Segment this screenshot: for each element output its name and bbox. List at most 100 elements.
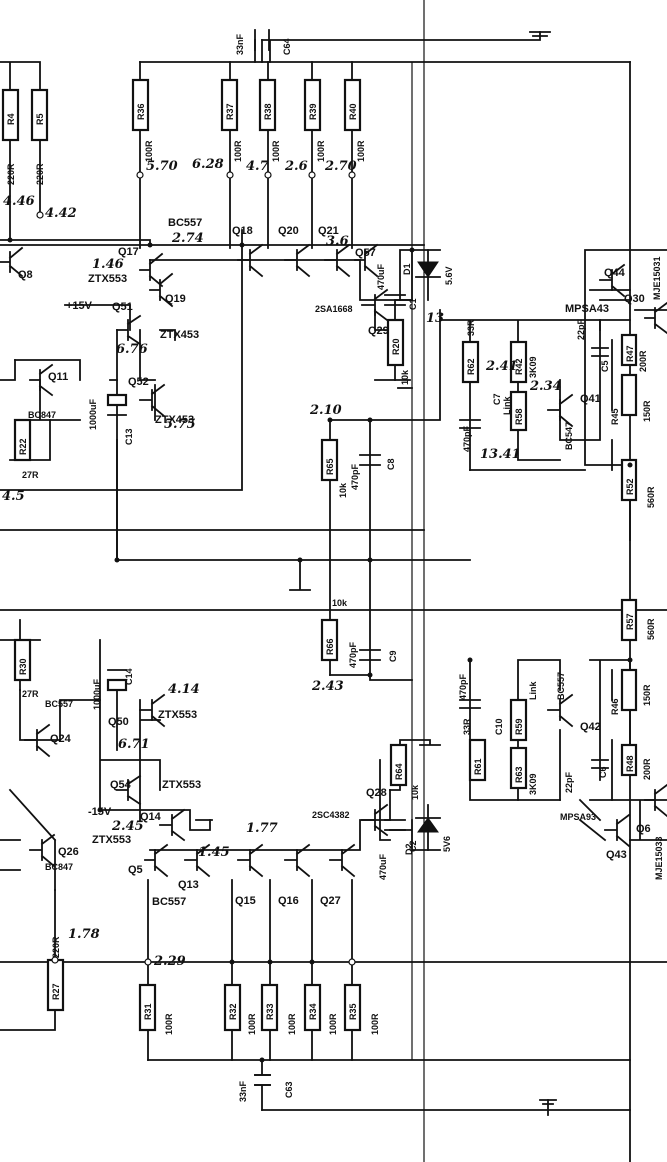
transistor-q11-part: BC847: [28, 410, 56, 420]
resistor-r20: [386, 318, 405, 367]
transistor-q57: [354, 243, 379, 278]
resistor-labels: R4 220R R5 220R R36 100R R37 100R R38 10…: [6, 103, 656, 1035]
transistor-q8-ref: Q8: [18, 269, 33, 281]
resistor-r31-ref: R31: [143, 1003, 153, 1020]
resistor-r65-ref: R65: [325, 458, 335, 475]
resistor-r30-value: 27R: [22, 689, 39, 699]
resistor-r38-value: 100R: [271, 140, 281, 162]
resistor-r39: [303, 78, 322, 132]
transistor-q41: [547, 393, 574, 428]
capacitor-c8-value: 470pF: [350, 463, 360, 490]
capacitor-c13: [106, 393, 128, 416]
capacitor-c14-value: 1000uF: [92, 678, 102, 710]
transistor-q19: [149, 272, 174, 308]
transistor-q11-ref: Q11: [48, 371, 68, 383]
resistor-r27-ref: R27: [51, 983, 61, 1000]
transistor-q21: [324, 243, 351, 278]
annotation-voltage: 1.46: [92, 257, 124, 272]
capacitor-c5-ref: C5: [600, 360, 610, 372]
transistor-q51: [116, 314, 142, 346]
transistor-labels: Q8 Q17 ZTX553 BC557 Q18 Q20 Q21 Q57 Q19 …: [18, 217, 664, 908]
transistor-q42-part: BC557: [556, 672, 566, 700]
transistor-q28-part: 2SC4382: [312, 810, 350, 820]
resistor-r36-value: 100R: [144, 140, 154, 162]
positive-rail-label: +15V: [66, 300, 93, 312]
resistor-r22-ref: R22: [18, 438, 28, 455]
resistor-r5: [30, 88, 49, 142]
capacitor-c7-ref: C7: [492, 393, 502, 405]
annotation-voltage: 4.14: [168, 682, 200, 697]
transistor-q19-ref: Q19: [165, 293, 186, 305]
resistor-r45: [620, 373, 638, 417]
transistor-q50-ref: Q50: [108, 716, 129, 728]
resistor-r64-value: 10k: [410, 784, 420, 800]
resistor-r34-value: 100R: [328, 1013, 338, 1035]
resistor-r52-ref: R52: [625, 478, 635, 495]
transistor-q43-part: MPSA93: [560, 812, 596, 822]
transistor-q24-ref: Q24: [50, 733, 72, 745]
resistor-r66-value: 10k: [332, 598, 348, 608]
resistor-r20-value: 10k: [400, 369, 410, 385]
zener-diode-d2: [415, 804, 441, 851]
transistor-q13: [184, 843, 211, 878]
annotation-voltage: 4.5: [2, 489, 25, 504]
transistor-q5: [144, 843, 169, 878]
transistor-q43: [604, 813, 631, 848]
transistor-q29: [361, 288, 389, 322]
resistor-r58-ref: R58: [514, 408, 524, 425]
transistor-q50: [139, 693, 166, 728]
resistor-r46: [620, 668, 638, 712]
annotation-voltage: 1.78: [68, 927, 100, 942]
capacitor-c63-value: 33nF: [238, 1080, 248, 1102]
resistor-r64-ref: R64: [394, 763, 404, 780]
capacitor-c6-ref: C6: [598, 766, 608, 778]
capacitor-c8-ref: C8: [386, 458, 396, 470]
resistor-r47-ref: R47: [625, 345, 635, 362]
resistor-r65: [320, 438, 339, 482]
resistor-r48-value: 200R: [642, 758, 652, 780]
transistor-q5-ref: Q5: [128, 864, 143, 876]
resistor-r66-ref: R66: [325, 638, 335, 655]
transistor-q16: [284, 843, 311, 878]
voltage-annotations: 4.46 4.42 5.70 6.28 4.7 2.6 2.70 1.46 2.…: [2, 157, 562, 969]
resistor-r31-value: 100R: [164, 1013, 174, 1035]
transistor-q15: [237, 843, 264, 878]
resistor-r20-ref: R20: [391, 338, 401, 355]
capacitor-c2-value: 470uF: [378, 853, 388, 880]
resistor-r36: [131, 78, 150, 132]
transistor-q8: [0, 246, 24, 278]
diodes: D1 5.6V D2 5V6: [402, 249, 454, 855]
capacitor-labels: C64 33nF C1 470uF C13 1000uF C8 470pF C7…: [88, 33, 610, 1102]
resistor-r35: [343, 983, 362, 1032]
transistor-q26: [29, 833, 56, 868]
zener-diode-d1-value: 5.6V: [444, 266, 454, 285]
capacitor-c63-ref: C63: [284, 1081, 294, 1098]
annotation-voltage: 5.70: [146, 159, 178, 174]
resistor-r31: [138, 983, 157, 1032]
resistor-r57: [620, 598, 638, 642]
capacitor-c2: [384, 819, 406, 831]
resistor-r66: [320, 618, 339, 662]
resistor-r35-ref: R35: [348, 1003, 358, 1020]
resistor-r48: [620, 743, 638, 777]
transistor-q17-ref: Q17: [118, 246, 139, 258]
resistor-r40-ref: R40: [348, 103, 358, 120]
resistor-r34: [303, 983, 322, 1032]
resistor-r58-value: Link: [502, 396, 512, 415]
resistor-r35-value: 100R: [370, 1013, 380, 1035]
transistor-bc557-part: BC557: [168, 217, 202, 229]
capacitor-c10-ref: C10: [494, 718, 504, 735]
transistor-q17: [139, 252, 164, 288]
capacitor-c13-value: 1000uF: [88, 398, 98, 430]
resistor-r33-ref: R33: [265, 1003, 275, 1020]
annotation-voltage: 2.34: [529, 379, 562, 394]
capacitor-c14: [106, 669, 128, 692]
resistor-r61-ref: R61: [473, 758, 483, 775]
transistor-q21-ref: Q21: [318, 225, 339, 237]
resistor-r22-value: 27R: [22, 470, 39, 480]
transistor-q44: [599, 263, 626, 298]
capacitor-c1-ref: C1: [408, 298, 418, 310]
resistor-r62-ref: R62: [466, 358, 476, 375]
capacitor-c64-value: 33nF: [235, 33, 245, 55]
ground-symbol: [195, 31, 557, 1105]
